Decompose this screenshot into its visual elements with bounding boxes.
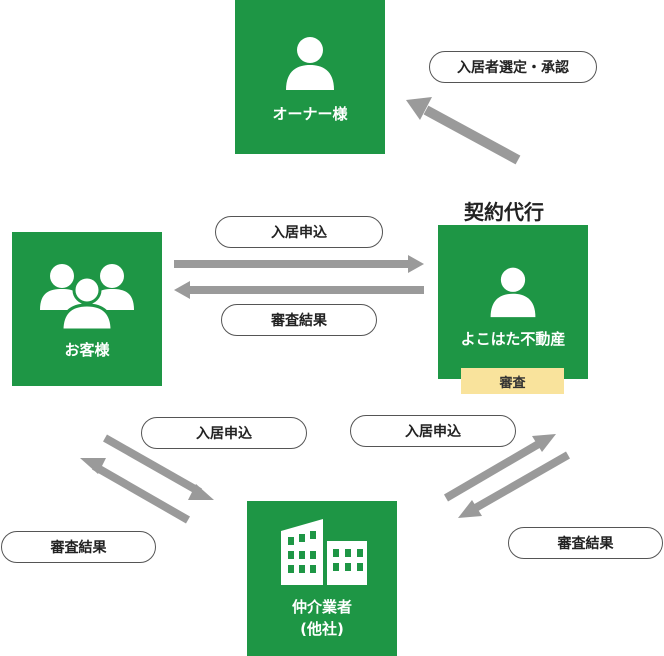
arrow-customer-to-agency	[174, 255, 424, 273]
people-group-icon	[40, 264, 134, 330]
person-icon	[286, 37, 334, 90]
arrow-agency-to-broker	[458, 451, 570, 518]
agency-title: 契約代行	[464, 200, 544, 224]
pill-right-result: 審査結果	[508, 527, 663, 559]
arrow-agency-to-customer	[174, 281, 424, 299]
customer-node: お客様	[12, 232, 162, 386]
broker-label-line2: (他社)	[300, 620, 344, 638]
arrow-broker-to-customer	[80, 458, 190, 524]
arrow-agency-to-owner	[406, 97, 521, 165]
pill-left-apply: 入居申込	[141, 417, 307, 449]
owner-label: オーナー様	[272, 105, 348, 123]
person-icon	[490, 267, 536, 318]
pill-owner-approval: 入居者選定・承認	[429, 51, 597, 83]
pill-right-apply: 入居申込	[350, 415, 516, 447]
owner-node: オーナー様	[235, 0, 385, 154]
pill-customer-apply: 入居申込	[215, 216, 383, 248]
arrow-broker-to-agency	[443, 434, 556, 502]
customer-label: お客様	[64, 341, 110, 359]
pill-customer-result: 審査結果	[221, 304, 377, 336]
building-icon	[281, 519, 367, 585]
agency-label: よこはた不動産	[460, 330, 566, 348]
pill-left-result: 審査結果	[1, 531, 156, 563]
screening-badge: 審査	[461, 368, 564, 394]
broker-node: 仲介業者 (他社)	[247, 501, 397, 656]
agency-node: よこはた不動産	[438, 225, 588, 379]
arrow-customer-to-broker	[103, 434, 214, 500]
broker-label-line1: 仲介業者	[291, 598, 352, 616]
